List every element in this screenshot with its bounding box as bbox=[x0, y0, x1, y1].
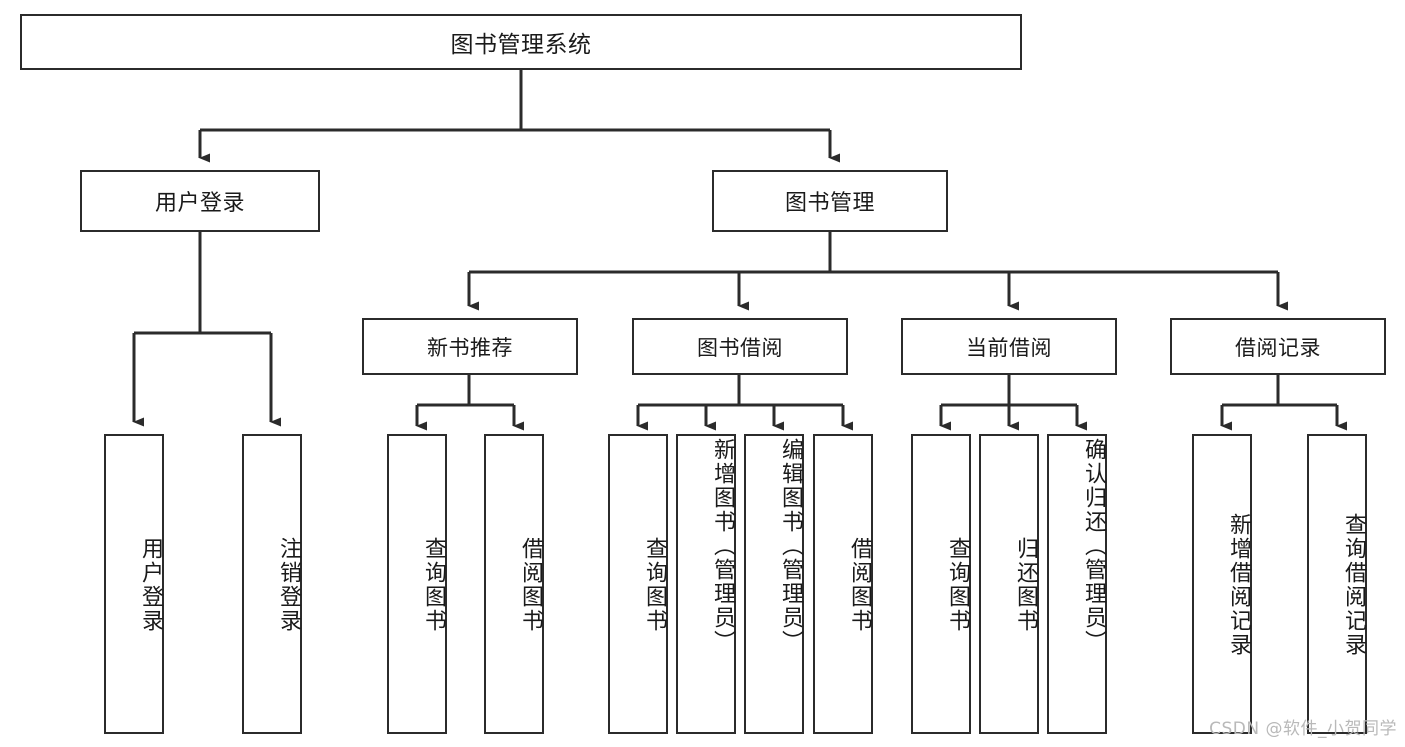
node-leaf-query-book-borrow[interactable]: 查询图书 bbox=[608, 434, 668, 734]
node-book-borrow[interactable]: 图书借阅 bbox=[632, 318, 848, 375]
node-user-login[interactable]: 用户登录 bbox=[80, 170, 320, 232]
node-label: 借阅图书 bbox=[847, 537, 872, 633]
node-leaf-return-book[interactable]: 归还图书 bbox=[979, 434, 1039, 734]
node-borrow-record[interactable]: 借阅记录 bbox=[1170, 318, 1386, 375]
node-label: 查询图书 bbox=[945, 537, 970, 633]
node-label: 用户登录 bbox=[138, 537, 163, 633]
node-leaf-query-borrow-record[interactable]: 查询借阅记录 bbox=[1307, 434, 1367, 734]
node-label: 新增借阅记录 bbox=[1226, 513, 1251, 657]
node-leaf-add-book-admin[interactable]: 新增图书（管理员） bbox=[676, 434, 736, 734]
node-label: 用户登录 bbox=[154, 191, 245, 216]
node-label: 当前借阅 bbox=[966, 335, 1052, 360]
node-label: 新增图书（管理员） bbox=[710, 438, 735, 654]
node-label: 图书管理 bbox=[784, 191, 875, 216]
node-leaf-user-login[interactable]: 用户登录 bbox=[104, 434, 164, 734]
node-label: 图书借阅 bbox=[697, 335, 783, 360]
node-label: 归还图书 bbox=[1013, 537, 1038, 633]
node-leaf-add-borrow-record[interactable]: 新增借阅记录 bbox=[1192, 434, 1252, 734]
node-leaf-borrow-book-recommend[interactable]: 借阅图书 bbox=[484, 434, 544, 734]
node-label: 确认归还（管理员） bbox=[1081, 438, 1106, 654]
node-label: 借阅图书 bbox=[518, 537, 543, 633]
node-leaf-confirm-return-admin[interactable]: 确认归还（管理员） bbox=[1047, 434, 1107, 734]
node-book-management[interactable]: 图书管理 bbox=[712, 170, 948, 232]
node-current-borrow[interactable]: 当前借阅 bbox=[901, 318, 1117, 375]
node-label: 借阅记录 bbox=[1235, 335, 1321, 360]
node-label: 查询图书 bbox=[642, 537, 667, 633]
node-book-management-system[interactable]: 图书管理系统 bbox=[20, 14, 1022, 70]
node-label: 查询图书 bbox=[421, 537, 446, 633]
node-label: 注销登录 bbox=[276, 537, 301, 633]
node-leaf-edit-book-admin[interactable]: 编辑图书（管理员） bbox=[744, 434, 804, 734]
node-leaf-borrow-book[interactable]: 借阅图书 bbox=[813, 434, 873, 734]
node-leaf-logout-login[interactable]: 注销登录 bbox=[242, 434, 302, 734]
node-new-book-recommend[interactable]: 新书推荐 bbox=[362, 318, 578, 375]
node-leaf-query-book-recommend[interactable]: 查询图书 bbox=[387, 434, 447, 734]
node-label: 编辑图书（管理员） bbox=[778, 438, 803, 654]
node-label: 查询借阅记录 bbox=[1341, 513, 1366, 657]
node-label: 新书推荐 bbox=[427, 335, 513, 360]
node-label: 图书管理系统 bbox=[450, 32, 592, 58]
node-leaf-query-book-current[interactable]: 查询图书 bbox=[911, 434, 971, 734]
